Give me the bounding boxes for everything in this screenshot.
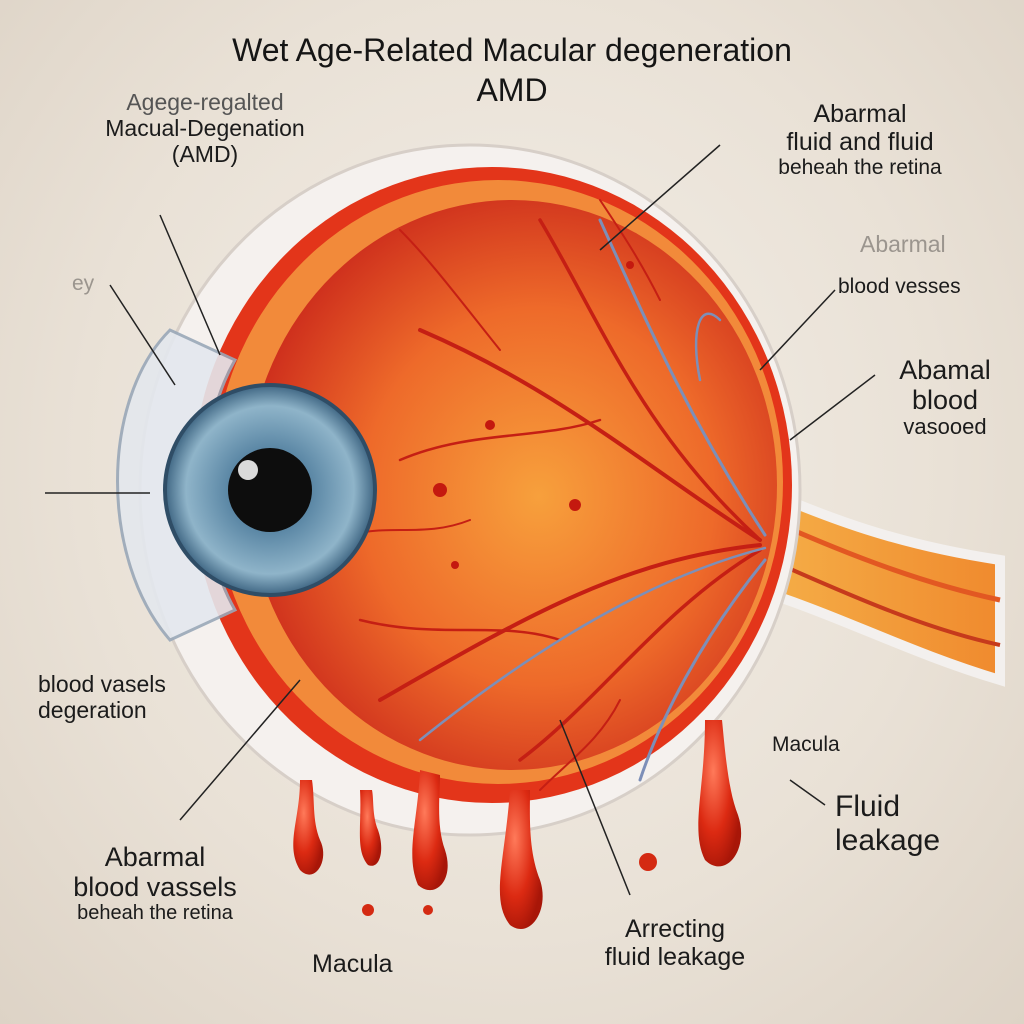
label-right-mid: Abamal blood vasooed <box>870 355 1020 440</box>
drop-small <box>362 904 374 916</box>
retinal-vessels <box>339 199 767 791</box>
label-eye-fragment: ey <box>72 272 95 295</box>
label-line: (AMD) <box>171 140 239 167</box>
blood-drips <box>293 720 742 929</box>
retina <box>247 200 777 770</box>
optic-nerve <box>735 472 1005 687</box>
label-line: fluid and fluid <box>786 128 934 156</box>
label-line: beheah the retina <box>778 156 942 179</box>
drop-small <box>423 905 433 915</box>
label-line: vasooed <box>903 414 987 440</box>
label-line: leakage <box>835 823 941 857</box>
title-line-1: Wet Age-Related Macular degeneration <box>232 32 792 68</box>
page-title: Wet Age-Related Macular degeneration AMD <box>0 30 1024 110</box>
label-line: fluid leakage <box>604 943 746 971</box>
label-line: degeration <box>38 696 147 723</box>
label-line: beheah the retina <box>77 902 233 925</box>
leader-lines <box>45 144 876 896</box>
label-bottom-center: Arrecting fluid leakage <box>560 915 790 971</box>
label-macula-bottom: Macula <box>312 950 393 978</box>
label-line: blood <box>911 385 979 416</box>
title-line-2: AMD <box>476 72 548 108</box>
label-top-right: Abarmal fluid and fluid beheah the retin… <box>725 100 995 180</box>
label-line: Agege-regalted <box>126 89 284 115</box>
label-line: blood vassels <box>73 872 237 903</box>
label-line: Arrecting <box>624 915 726 943</box>
label-line: blood vasels <box>38 671 166 697</box>
label-left-mid: blood vasels degeration <box>38 671 166 724</box>
label-line: Abarmal <box>104 842 206 872</box>
label-right-faint: Abarmal <box>860 231 946 257</box>
label-fluid-right: Fluid leakage <box>835 790 940 857</box>
label-line: Fluid <box>835 790 901 823</box>
pupil <box>228 448 312 532</box>
label-line: Abarmal <box>813 100 907 128</box>
hemorrhage-spots <box>433 261 634 569</box>
label-bottom-left: Abarmal blood vassels beheah the retina <box>35 842 275 925</box>
drop-small <box>639 853 657 871</box>
label-right-vessels: blood vesses <box>838 275 961 298</box>
label-line: Macual-Degenation <box>105 114 305 141</box>
label-line: Abamal <box>899 355 991 385</box>
label-macula-right: Macula <box>772 733 840 756</box>
label-top-left: Agege-regalted Macual-Degenation (AMD) <box>50 89 360 167</box>
